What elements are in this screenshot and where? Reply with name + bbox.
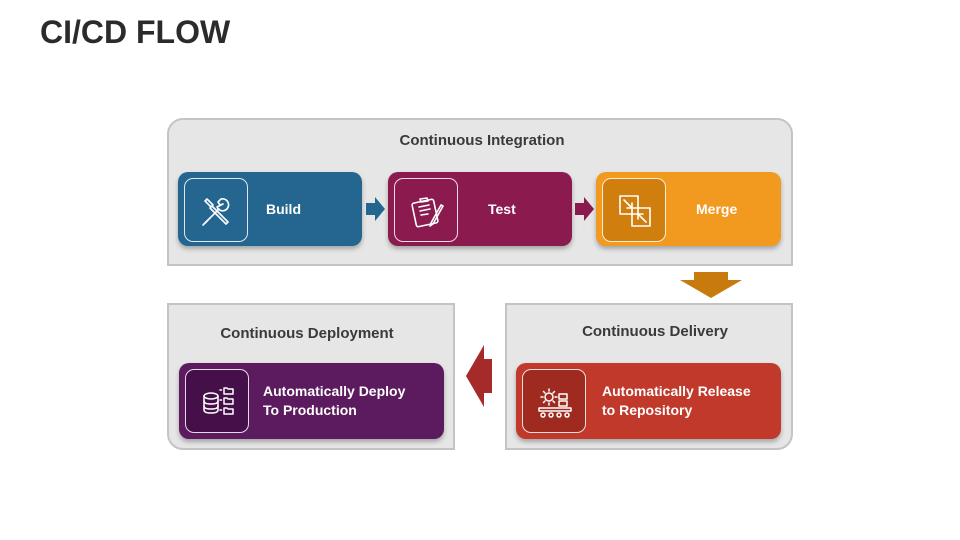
flow-arrow-left (466, 345, 492, 407)
deploy-label: Automatically Deploy To Production (263, 382, 405, 420)
test-icon-box (394, 178, 458, 242)
flow-arrow-build-test (366, 197, 385, 221)
build-card: Build (178, 172, 362, 246)
deploy-label-line1: Automatically Deploy (263, 383, 406, 399)
release-label-line1: Automatically Release (602, 383, 751, 399)
deploy-icon-box (185, 369, 249, 433)
deployment-panel-title: Continuous Deployment (220, 325, 394, 342)
gear-conveyor-icon (538, 388, 572, 418)
release-label-line2: to Repository (602, 402, 693, 418)
tools-icon (202, 198, 230, 226)
merge-label: Merge (696, 201, 738, 217)
build-label: Build (266, 201, 301, 217)
release-icon-box (522, 369, 586, 433)
merge-icon-box (602, 178, 666, 242)
database-folders-icon (203, 387, 234, 415)
deploy-label-line2: To Production (263, 402, 357, 418)
page-title: CI/CD FLOW (40, 14, 231, 50)
clipboard-pen-icon (411, 197, 444, 228)
flow-arrow-test-merge (575, 197, 594, 221)
build-icon-box (184, 178, 248, 242)
merge-card: Merge (596, 172, 781, 246)
test-label: Test (488, 201, 516, 217)
release-card: Automatically Release to Repository (516, 363, 781, 439)
delivery-panel-title: Continuous Delivery (582, 323, 728, 340)
deploy-card: Automatically Deploy To Production (179, 363, 444, 439)
flow-arrow-down (680, 272, 742, 298)
test-card: Test (388, 172, 572, 246)
release-label: Automatically Release to Repository (602, 382, 751, 420)
merge-arrows-icon (619, 195, 651, 227)
integration-panel-title: Continuous Integration (399, 132, 565, 149)
